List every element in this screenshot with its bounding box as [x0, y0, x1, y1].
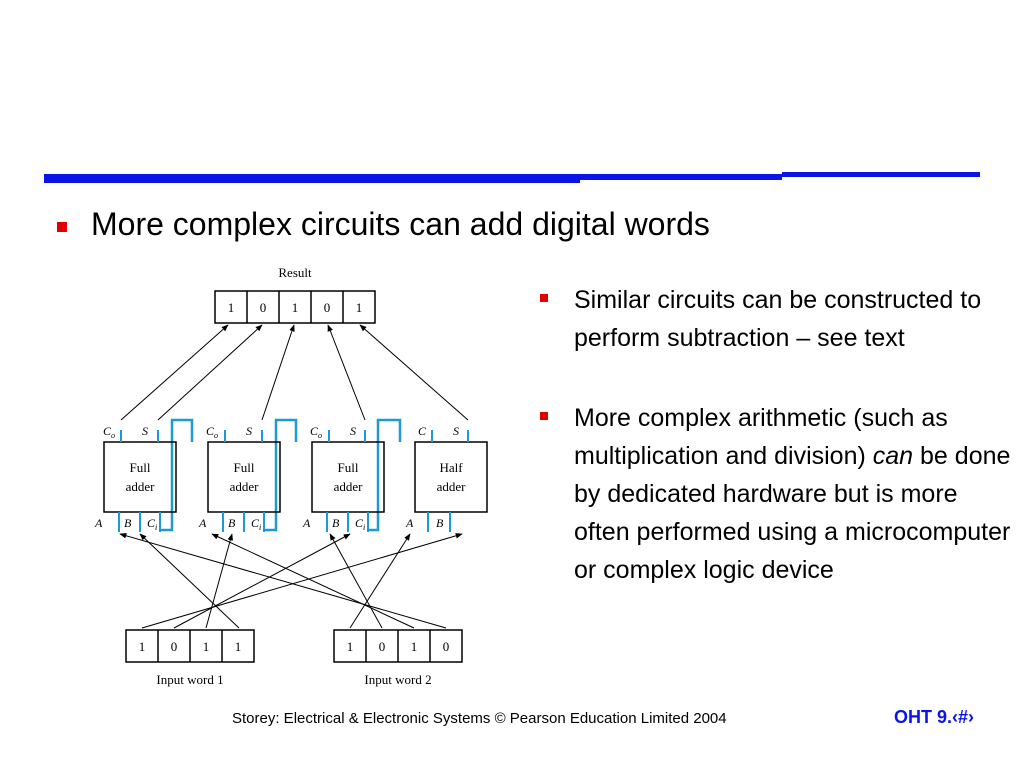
input-word-2-bit: 0	[379, 639, 386, 654]
svg-text:Co: Co	[310, 424, 322, 440]
header-rule-mid	[580, 174, 782, 180]
result-bit: 1	[228, 300, 235, 315]
pin-label: A	[94, 516, 103, 530]
svg-text:Co: Co	[206, 424, 218, 440]
result-register	[214, 290, 376, 324]
main-bullet-text: More complex circuits can add digital wo…	[91, 206, 710, 242]
pin-label: S	[453, 424, 459, 438]
pin-sub: i	[259, 523, 261, 532]
main-bullet-marker	[57, 222, 67, 232]
pin-label: C	[251, 516, 260, 530]
pin-label: S	[246, 424, 252, 438]
input-word-2-bit: 1	[347, 639, 354, 654]
footer-copyright: Storey: Electrical & Electronic Systems …	[232, 710, 727, 727]
pin-label: A	[302, 516, 311, 530]
sub-bullet-text-2: More complex arithmetic (such as multipl…	[574, 399, 1014, 589]
pin-sub: o	[318, 431, 322, 440]
pin-label: B	[228, 516, 236, 530]
svg-text:Ci: Ci	[147, 516, 157, 532]
input-word-2-bit: 0	[443, 639, 450, 654]
pin-label: A	[198, 516, 207, 530]
svg-text:Co: Co	[103, 424, 115, 440]
sub-bullet-2-italic: can	[872, 442, 914, 470]
sub-bullet-marker-1	[540, 294, 548, 302]
adder-4-name: Half	[439, 460, 463, 475]
sub-bullet-marker-2	[540, 412, 548, 420]
input-word-1-bit: 1	[139, 639, 146, 654]
input-arrows	[119, 533, 463, 629]
adder-4-name: adder	[437, 479, 467, 494]
pin-label: C	[103, 424, 112, 438]
pin-label: C	[355, 516, 364, 530]
sub-bullet-2-before: More complex arithmetic (such as multipl…	[574, 404, 948, 470]
input-pin-labels: A B Ci A B Ci A B Ci A B	[94, 516, 444, 532]
sub-bullet-text-1: Similar circuits can be constructed to p…	[574, 281, 1014, 357]
input-word-1-register	[125, 629, 255, 663]
result-bit: 1	[292, 300, 299, 315]
svg-text:Ci: Ci	[355, 516, 365, 532]
adder-3-name: Full	[338, 460, 359, 475]
input-word-1-bit: 0	[171, 639, 178, 654]
adder-1-name: adder	[126, 479, 156, 494]
pin-label: A	[405, 516, 414, 530]
input-word-2-register	[333, 629, 463, 663]
header-rule-right	[782, 172, 980, 177]
pin-sub: o	[111, 431, 115, 440]
input-word-2-bit: 1	[411, 639, 418, 654]
header-rule-left	[44, 174, 580, 183]
result-bit: 1	[356, 300, 363, 315]
pin-label: C	[206, 424, 215, 438]
output-pin-labels: Co S Co S Co S C S	[103, 424, 459, 440]
carry-wires	[160, 418, 402, 532]
pin-label: B	[124, 516, 132, 530]
pin-sub: i	[363, 523, 365, 532]
adder-2-name: Full	[234, 460, 255, 475]
svg-text:Ci: Ci	[251, 516, 261, 532]
input-word-1-bit: 1	[235, 639, 242, 654]
input-word-1-bit: 1	[203, 639, 210, 654]
page-number: OHT 9.‹#›	[894, 707, 975, 727]
input-word-1-label: Input word 1	[156, 672, 223, 687]
adder-pin-stubs	[118, 430, 469, 532]
result-label: Result	[278, 265, 312, 280]
input-word-2-label: Input word 2	[364, 672, 431, 687]
pin-sub: i	[155, 523, 157, 532]
result-bit: 0	[260, 300, 267, 315]
pin-label: B	[332, 516, 340, 530]
sub-bullet-2-after: be done by dedicated hardware but is mor…	[574, 442, 1011, 584]
adder-2-name: adder	[230, 479, 260, 494]
output-arrows	[120, 324, 469, 421]
pin-label: B	[436, 516, 444, 530]
result-bit: 0	[324, 300, 331, 315]
pin-label: S	[142, 424, 148, 438]
pin-sub: o	[214, 431, 218, 440]
pin-label: S	[350, 424, 356, 438]
sub-bullet-1-content: Similar circuits can be constructed to p…	[574, 286, 982, 352]
pin-label: C	[310, 424, 319, 438]
pin-label: C	[418, 424, 427, 438]
adder-boxes	[103, 441, 488, 513]
pin-label: C	[147, 516, 156, 530]
adder-3-name: adder	[334, 479, 364, 494]
adder-1-name: Full	[130, 460, 151, 475]
